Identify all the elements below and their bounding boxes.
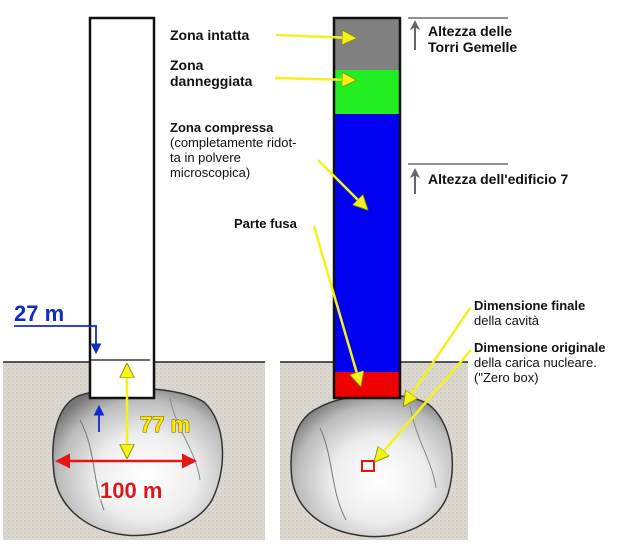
cavity-label-line1: Dimensione finale	[474, 298, 585, 313]
charge-label-line2: della carica nucleare.	[474, 355, 597, 370]
left-rock-crack-2	[169, 397, 201, 481]
melted-pointer-arrow	[312, 225, 360, 384]
left-panel: 27 m 77 m 100 m	[3, 16, 265, 540]
compressed-label-line3: ta in polvere	[170, 150, 241, 165]
cavity-label-line2: della cavità	[474, 313, 540, 328]
charge-label-line1: Dimensione originale	[474, 340, 605, 355]
compressed-label-line1: Zona compressa	[170, 120, 274, 135]
charge-pointer-arrow	[376, 349, 472, 460]
width-label: 100 m	[100, 478, 162, 503]
right-tower-outline	[332, 16, 402, 400]
intact-pointer-arrow	[275, 35, 354, 38]
charge-label-line3: ("Zero box)	[474, 370, 539, 385]
zero-box	[361, 460, 375, 472]
depth-label: 27 m	[14, 301, 64, 326]
compressed-label-line4: microscopica)	[170, 165, 250, 180]
right-cavity-rock	[290, 393, 453, 538]
melted-label: Parte fusa	[234, 216, 298, 231]
right-rock-crack-2	[409, 405, 437, 489]
damaged-label-line2: danneggiata	[170, 73, 253, 89]
building7-label: Altezza dell'edificio 7	[428, 171, 568, 187]
zone-melted	[334, 372, 400, 398]
building7-height-arrow-icon	[410, 168, 420, 194]
length-label: 77 m	[140, 412, 190, 437]
damaged-pointer-arrow	[274, 78, 354, 80]
cavity-pointer-arrow	[405, 307, 472, 404]
zone-compressed	[334, 114, 400, 372]
zone-intact	[334, 18, 400, 70]
intact-label: Zona intatta	[170, 27, 250, 43]
damaged-label-line1: Zona	[170, 57, 204, 73]
zone-damaged	[334, 70, 400, 114]
compressed-label-line2: (completamente ridot-	[170, 135, 296, 150]
twin-towers-label-line1: Altezza delle	[428, 23, 512, 39]
depth-arrow	[14, 325, 102, 355]
left-tower	[88, 16, 156, 400]
compressed-pointer-arrow	[317, 159, 366, 208]
right-rock-crack-1	[319, 427, 347, 521]
right-panel: Zona intatta Zona danneggiata Altezza de…	[170, 16, 605, 540]
twin-towers-label-line2: Torri Gemelle	[428, 39, 517, 55]
twin-towers-height-arrow-icon	[410, 20, 420, 50]
